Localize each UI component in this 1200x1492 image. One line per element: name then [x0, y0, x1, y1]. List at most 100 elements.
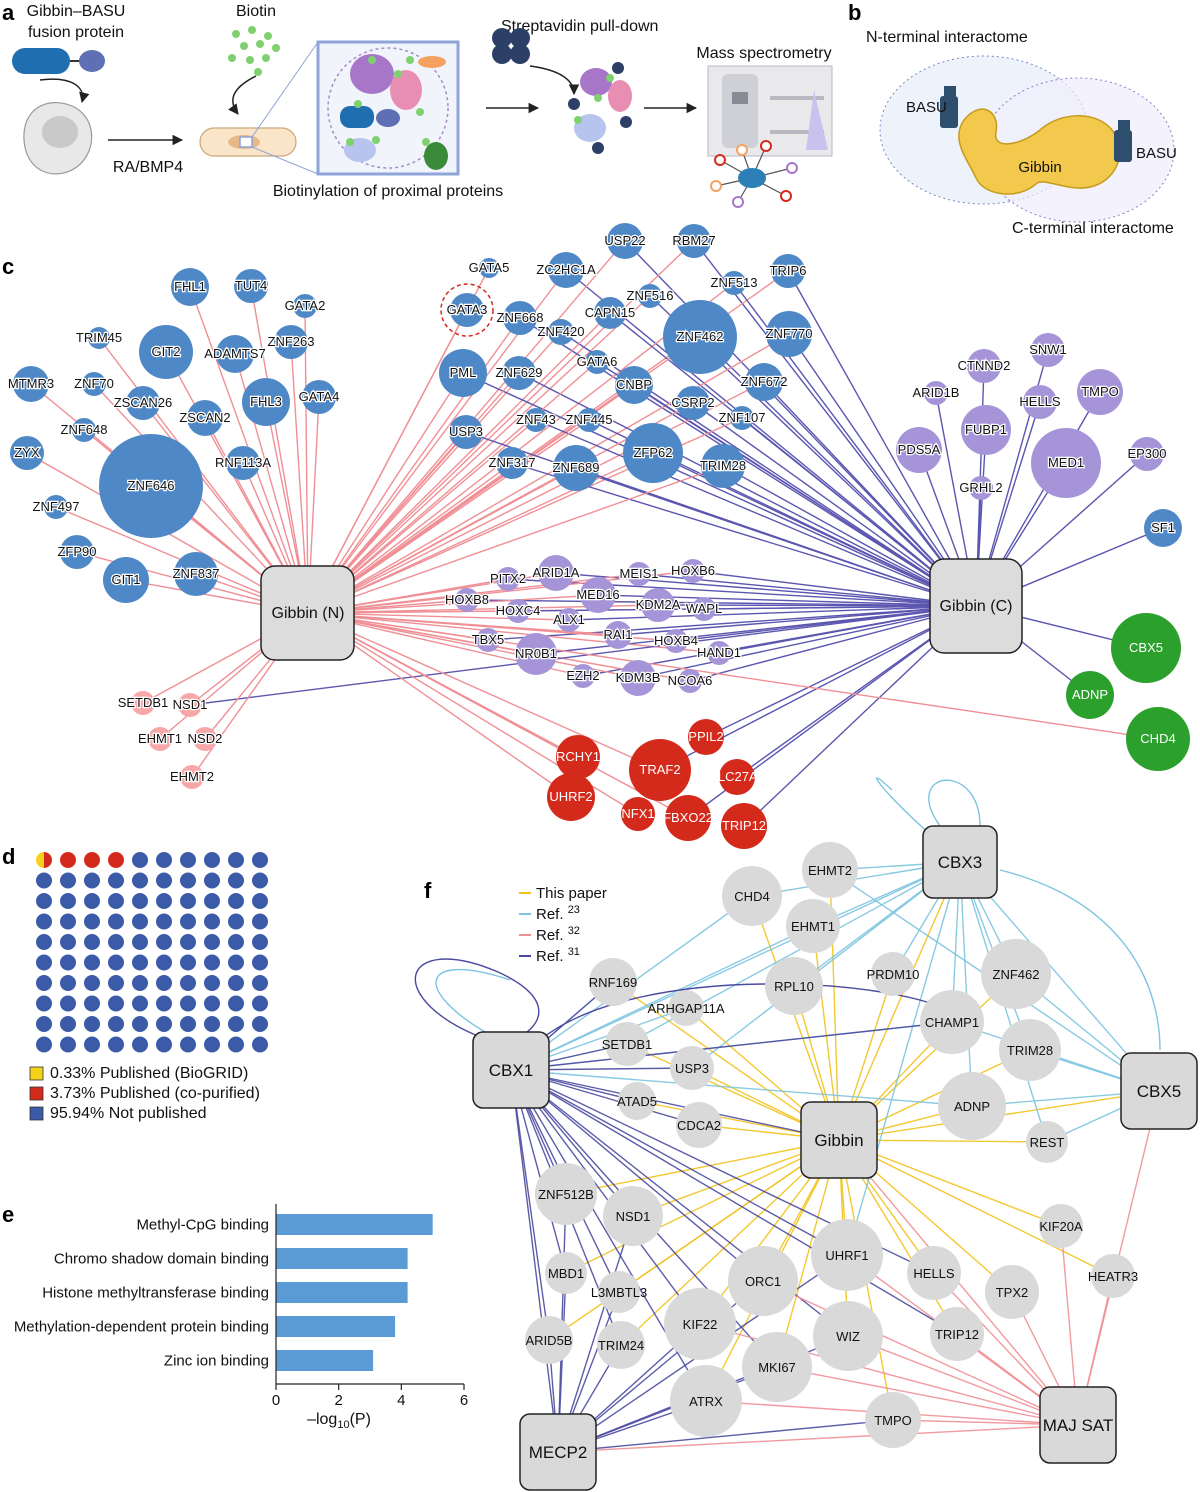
waffle-cell	[204, 934, 220, 950]
node-usp3	[670, 1046, 714, 1090]
edge-traf2-to-gibbin-n	[307, 612, 661, 771]
node-label-prdm10: PRDM10	[867, 967, 920, 982]
hub-label-cbx3: CBX3	[938, 853, 982, 872]
node-ncoa6	[678, 669, 702, 693]
hub-cbx3	[922, 825, 998, 899]
legend-swatch	[29, 1086, 44, 1101]
node-ehmt1	[148, 727, 172, 751]
node-usp22	[607, 223, 643, 259]
node-champ1	[920, 990, 984, 1054]
waffle-cell	[60, 1016, 76, 1032]
node-label-grhl2: GRHL2	[959, 480, 1002, 495]
waffle-cell	[36, 1016, 52, 1032]
node-hoxc4	[506, 599, 530, 623]
node-kdm3b	[620, 660, 656, 696]
node-tmpo	[1077, 369, 1123, 415]
fusion-protein-label-2: fusion protein	[28, 24, 124, 41]
edge-znf43-to-gibbin-c	[535, 419, 977, 607]
biotinylation-label: Biotinylation of proximal proteins	[273, 183, 503, 200]
node-rnf169	[589, 958, 637, 1006]
node-label-champ1: CHAMP1	[925, 1015, 979, 1030]
edge-rbm27-to-gibbin-c	[693, 240, 977, 607]
node-rpl10	[765, 957, 823, 1015]
node-label-rpl10: RPL10	[774, 979, 814, 994]
node-tmpo	[865, 1392, 921, 1448]
waffle-cell	[84, 975, 100, 991]
node-arid1b	[924, 381, 948, 405]
node-label-hells: HELLS	[913, 1266, 955, 1281]
edge-znf770-to-gibbin-n	[307, 333, 790, 614]
node-label-trip12: TRIP12	[935, 1327, 979, 1342]
edge-cbx1-mecp2	[510, 1069, 559, 1453]
node-label-pds5a: PDS5A	[898, 442, 941, 457]
node-label-adnp: ADNP	[1072, 687, 1108, 702]
node-hoxb8	[455, 588, 479, 612]
network-node-dot	[760, 140, 772, 152]
node-label-znf43: ZNF43	[516, 412, 556, 427]
node-hand1	[707, 641, 731, 665]
node-label-usp3: USP3	[675, 1061, 709, 1076]
node-znf646	[99, 434, 203, 538]
hub-cbx5	[1120, 1052, 1198, 1130]
node-snw1	[1031, 333, 1065, 367]
node-label-mki67: MKI67	[758, 1360, 796, 1375]
node-trim45	[88, 327, 110, 349]
hub-gibbin	[800, 1101, 878, 1179]
waffle-cell	[156, 893, 172, 909]
category-label: Histone methyltransferase binding	[42, 1285, 269, 1302]
node-tpx2	[985, 1265, 1039, 1319]
stem-cell-icon	[23, 102, 93, 175]
hub-cbx1	[472, 1031, 550, 1109]
network-node-dot	[780, 190, 792, 202]
waffle-cell	[156, 913, 172, 930]
biotin-dot	[264, 32, 272, 40]
node-git1	[103, 557, 149, 603]
bar-histone-methyltransferase-binding	[276, 1282, 408, 1303]
waffle-cell	[132, 852, 148, 868]
waffle-cell	[60, 975, 76, 991]
node-znf837	[174, 552, 218, 596]
node-label-setdb1: SETDB1	[602, 1037, 653, 1052]
waffle-cell	[252, 1036, 268, 1053]
node-label-arid1b: ARID1B	[913, 385, 960, 400]
node-kif22	[664, 1288, 736, 1360]
waffle-cell	[204, 1036, 220, 1053]
node-znf689	[553, 445, 599, 491]
edge-cbx1-champ1	[510, 1021, 953, 1071]
legend-label: 0.33% Published (BioGRID)	[50, 1065, 248, 1082]
waffle-cell	[84, 893, 100, 909]
node-trip6	[771, 254, 805, 288]
node-meis1	[627, 562, 651, 586]
node-label-zscan26: ZSCAN26	[114, 395, 173, 410]
edge-alx1-to-gibbin-c	[568, 605, 977, 621]
differentiated-cell-icon	[199, 127, 297, 157]
node-zc2hc1a	[548, 252, 584, 288]
waffle-cell	[84, 1016, 100, 1032]
node-traf2	[629, 739, 691, 801]
node-hoxb6	[681, 559, 705, 583]
waffle-cell	[180, 954, 196, 971]
node-label-znf70: ZNF70	[74, 376, 114, 391]
node-trim24	[597, 1321, 645, 1369]
node-adamts7	[216, 335, 254, 373]
biotin-label: Biotin	[236, 3, 276, 20]
node-label-znf668: ZNF668	[497, 310, 544, 325]
edge-chd4-to-gibbin-n	[307, 612, 1159, 740]
waffle-cell	[204, 1016, 220, 1032]
edge-gata3-to-gibbin-n	[307, 309, 468, 614]
node-label-trim24: TRIM24	[598, 1338, 644, 1353]
edge-gata2-to-gibbin-n	[304, 305, 309, 614]
node-label-znf107: ZNF107	[719, 410, 766, 425]
waffle-cell	[204, 852, 220, 868]
hub-label-mecp2: MECP2	[529, 1443, 588, 1462]
node-label-chd4: CHD4	[734, 889, 769, 904]
waffle-cell	[60, 1036, 76, 1053]
x-tick-label: 6	[460, 1392, 468, 1409]
node-gata3	[450, 293, 484, 327]
node-label-kdm3b: KDM3B	[616, 670, 661, 685]
edge-cbx1-uhrf1	[510, 1069, 848, 1256]
panel-letter-c: c	[2, 254, 14, 279]
node-ehmt2	[802, 842, 858, 898]
waffle-legend: 0.33% Published (BioGRID)3.73% Published…	[29, 1065, 260, 1122]
node-znf648	[72, 418, 96, 442]
